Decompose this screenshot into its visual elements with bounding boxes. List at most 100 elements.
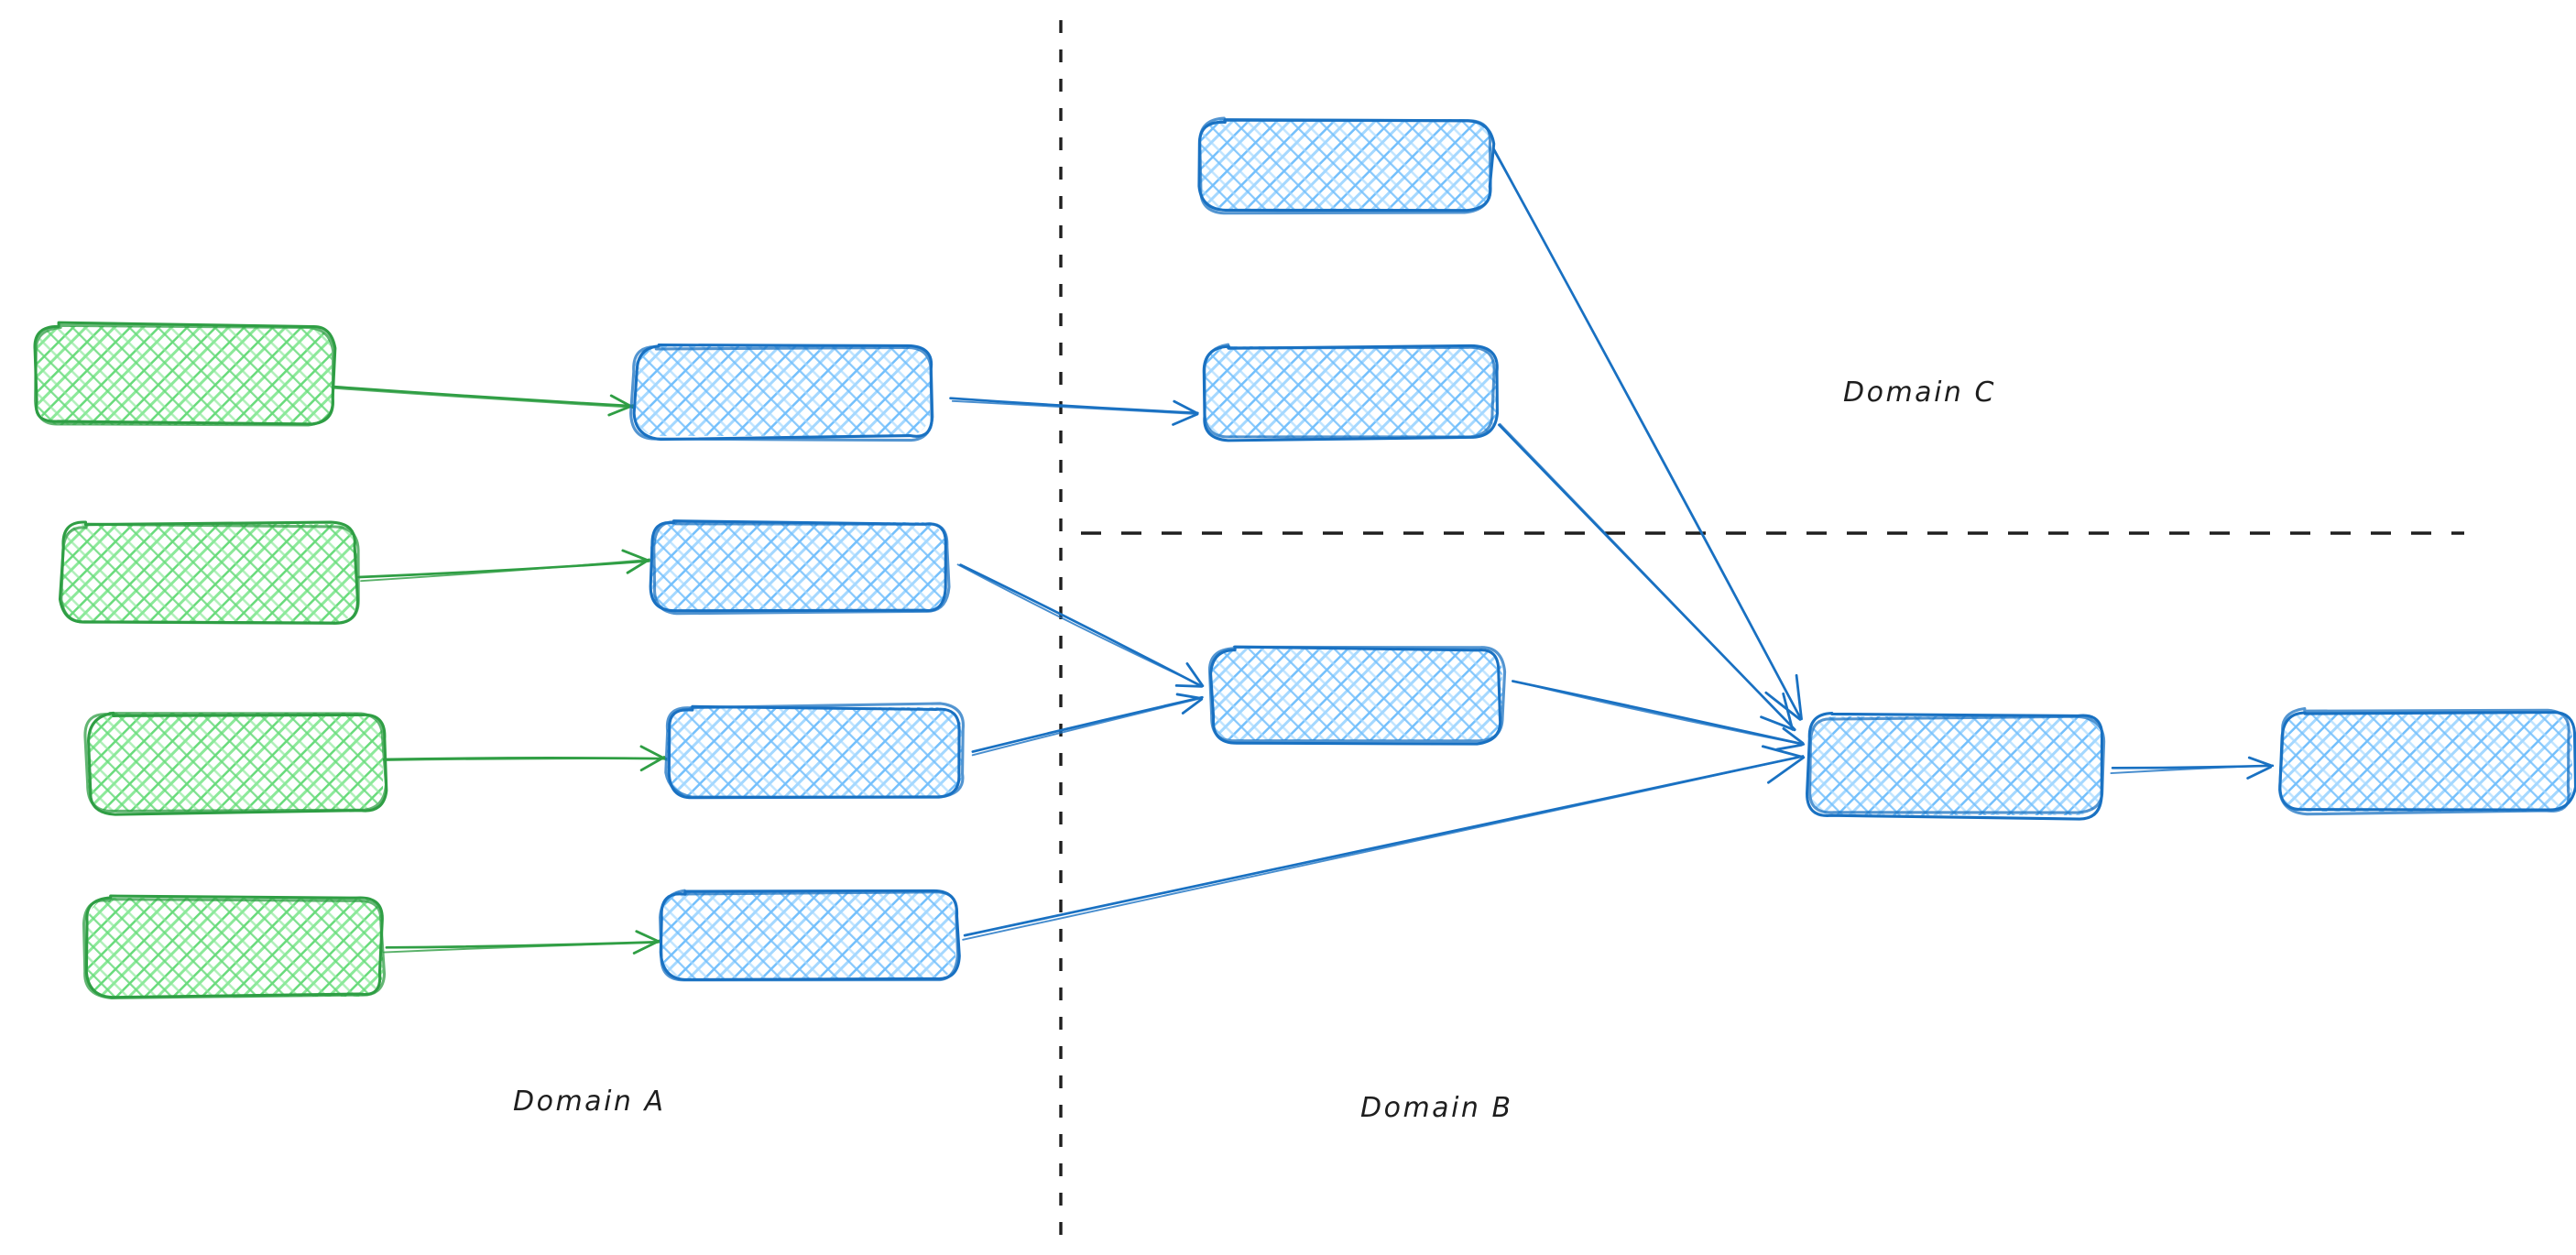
- node-outline: [1203, 343, 1496, 439]
- arrow-head: [632, 939, 661, 955]
- arrow-head: [1795, 673, 1803, 721]
- node-box-b4[interactable]: [657, 887, 961, 984]
- arrow-line: [383, 757, 668, 761]
- arrow-line: [963, 755, 1805, 937]
- label-domain-a: Domain A: [513, 1086, 666, 1118]
- node-fill: [88, 713, 383, 812]
- arrow-line: [360, 558, 650, 583]
- arrow-e-a1-b1[interactable]: [332, 385, 635, 417]
- label-domain-b: Domain B: [1360, 1092, 1513, 1124]
- arrow-line: [383, 942, 659, 954]
- arrow-line: [1513, 680, 1806, 746]
- node-outline: [83, 712, 387, 813]
- arrow-head: [639, 756, 666, 772]
- node-fill: [635, 346, 930, 436]
- arrow-head: [609, 394, 635, 409]
- node-fill: [1205, 346, 1496, 438]
- node-outline: [60, 522, 360, 625]
- arrow-e-d1-d2[interactable]: [2110, 756, 2275, 780]
- node-outline: [664, 702, 965, 799]
- arrow-e-c3-d1[interactable]: [1512, 680, 1806, 751]
- arrow-e-a2-b2[interactable]: [357, 549, 650, 583]
- node-fill: [1810, 716, 2101, 815]
- node-box-b2[interactable]: [647, 518, 951, 616]
- arrow-line: [971, 697, 1203, 757]
- node-outline: [1808, 715, 2106, 814]
- node-fill: [660, 890, 955, 980]
- edge-arrows: [332, 147, 2275, 955]
- arrow-e-b3-c3[interactable]: [971, 693, 1204, 757]
- node-outline: [33, 321, 337, 426]
- node-fill: [1211, 649, 1502, 740]
- arrow-head: [1782, 727, 1805, 745]
- node-box-a4[interactable]: [82, 894, 387, 1000]
- arrow-line: [956, 563, 1204, 687]
- arrow-head: [607, 404, 634, 417]
- arrow-head: [1764, 691, 1802, 721]
- node-box-b3[interactable]: [663, 702, 966, 801]
- arrow-line: [1492, 148, 1801, 719]
- arrow-head: [1185, 662, 1205, 688]
- arrow-head: [626, 558, 650, 574]
- node-outline: [2278, 711, 2576, 812]
- node-outline: [1198, 116, 1492, 215]
- arrow-head: [2246, 765, 2273, 780]
- node-outline: [659, 889, 960, 982]
- node-box-c1[interactable]: [1196, 115, 1496, 215]
- node-outline: [82, 898, 387, 999]
- arrow-head: [1172, 412, 1199, 426]
- arrow-head: [1174, 683, 1204, 688]
- arrow-line: [2110, 764, 2274, 775]
- node-box-b1[interactable]: [629, 343, 934, 442]
- domain-dividers: [1059, 20, 2464, 1239]
- node-box-a2[interactable]: [58, 520, 361, 627]
- arrow-head: [1767, 756, 1806, 784]
- arrow-head: [1782, 692, 1795, 731]
- arrow-e-a4-b4[interactable]: [383, 930, 661, 955]
- node-outline: [1207, 645, 1507, 743]
- arrow-line: [949, 397, 1199, 415]
- node-outline: [632, 344, 933, 442]
- node-fill: [2281, 713, 2572, 812]
- node-fill: [650, 522, 945, 612]
- node-outline: [629, 345, 934, 442]
- node-fill: [1200, 119, 1491, 211]
- node-box-c3[interactable]: [1207, 645, 1507, 746]
- node-box-a1[interactable]: [33, 321, 337, 429]
- arrow-head: [635, 930, 660, 943]
- node-outline: [34, 323, 335, 427]
- arrow-e-a3-b3[interactable]: [382, 745, 668, 772]
- arrow-e-c1-d1[interactable]: [1491, 147, 1803, 721]
- node-fill: [667, 707, 962, 797]
- node-outline: [87, 711, 388, 816]
- node-boxes: [33, 115, 2576, 1000]
- node-fill: [62, 524, 357, 623]
- arrow-head: [1173, 399, 1198, 415]
- arrow-line: [962, 755, 1803, 941]
- arrow-line: [971, 695, 1204, 753]
- arrow-line: [951, 399, 1199, 415]
- node-outline: [2278, 706, 2571, 816]
- arrow-head: [1761, 745, 1805, 758]
- arrow-e-b1-c2[interactable]: [949, 397, 1199, 426]
- label-domain-c: Domain C: [1843, 376, 1996, 409]
- node-box-a3[interactable]: [83, 709, 388, 816]
- node-fill: [37, 326, 332, 425]
- node-box-d2[interactable]: [2277, 706, 2576, 816]
- arrow-e-b2-c3[interactable]: [956, 563, 1205, 688]
- arrow-line: [333, 387, 634, 409]
- arrow-head: [2247, 756, 2272, 767]
- arrow-head: [1775, 743, 1804, 751]
- arrow-line: [1499, 422, 1795, 729]
- arrow-line: [332, 385, 634, 408]
- arrow-head: [621, 549, 650, 562]
- arrow-e-c2-d1[interactable]: [1498, 422, 1796, 732]
- node-box-c2[interactable]: [1201, 343, 1500, 442]
- node-box-d1[interactable]: [1806, 712, 2106, 821]
- arrow-head: [1175, 693, 1203, 700]
- arrow-head: [1181, 697, 1204, 715]
- arrow-e-b4-d1[interactable]: [962, 745, 1806, 941]
- node-outline: [1209, 645, 1502, 746]
